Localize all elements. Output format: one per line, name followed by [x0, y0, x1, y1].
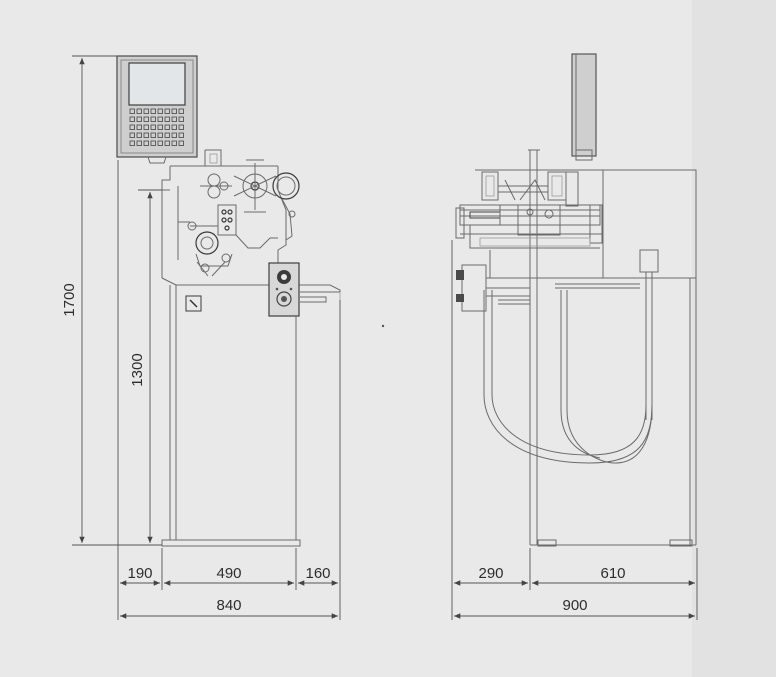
front-view [116, 55, 341, 547]
control-panel [116, 55, 198, 164]
keypad-key [164, 116, 170, 122]
speck [381, 324, 385, 328]
dimension-lines [72, 55, 698, 620]
keypad-key [157, 132, 163, 138]
keypad-key [178, 140, 184, 146]
keypad-key [143, 108, 149, 114]
keypad-key [157, 108, 163, 114]
keypad-key [143, 140, 149, 146]
keypad-key [164, 140, 170, 146]
keypad-key [136, 116, 142, 122]
keypad-key [164, 132, 170, 138]
dim-front-right: 160 [305, 565, 330, 582]
keypad-key [178, 124, 184, 130]
side-mechanism [455, 171, 603, 279]
keypad-key [136, 108, 142, 114]
keypad-key [171, 108, 177, 114]
dim-side-body: 610 [600, 565, 625, 582]
keypad-key [164, 124, 170, 130]
operator-box [268, 262, 300, 317]
dim-table-height: 1300 [129, 353, 146, 386]
panel-keypad [129, 108, 184, 146]
keypad-key [171, 140, 177, 146]
keypad-key [136, 140, 142, 146]
dim-total-height: 1700 [61, 283, 78, 316]
keypad-key [150, 124, 156, 130]
keypad-key [129, 140, 135, 146]
keypad-key [178, 132, 184, 138]
tool-block [187, 204, 278, 277]
keypad-key [171, 116, 177, 122]
keypad-key [150, 132, 156, 138]
keypad-key [178, 116, 184, 122]
keypad-key [143, 124, 149, 130]
panel-screen [128, 62, 186, 106]
side-button-box [456, 264, 531, 312]
keypad-key [150, 108, 156, 114]
keypad-key [129, 132, 135, 138]
keypad-key [157, 116, 163, 122]
main-switch [185, 295, 202, 312]
keypad-key [129, 124, 135, 130]
side-control-tower [571, 53, 597, 161]
keypad-key [150, 140, 156, 146]
keypad-key [171, 124, 177, 130]
dim-front-total: 840 [216, 597, 241, 614]
keypad-key [157, 140, 163, 146]
page-edge-shade [692, 0, 776, 677]
keypad-key [136, 124, 142, 130]
keypad-key [157, 124, 163, 130]
keypad-key [164, 108, 170, 114]
keypad-key [143, 116, 149, 122]
keypad-key [129, 108, 135, 114]
keypad-key [171, 132, 177, 138]
keypad-key [150, 116, 156, 122]
keypad-key [129, 116, 135, 122]
dim-side-left: 290 [478, 565, 503, 582]
dim-front-left: 190 [127, 565, 152, 582]
feed-rollers [200, 159, 300, 241]
keypad-key [136, 132, 142, 138]
dim-side-total: 900 [562, 597, 587, 614]
side-view [455, 53, 697, 547]
wire-loops [483, 272, 653, 464]
keypad-key [143, 132, 149, 138]
keypad-key [178, 108, 184, 114]
dim-front-body: 490 [216, 565, 241, 582]
